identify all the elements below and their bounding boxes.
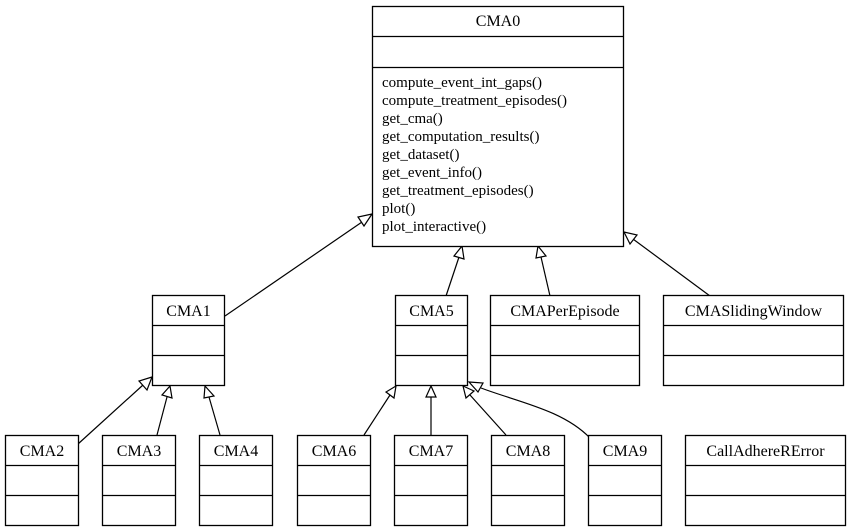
class-cma7[interactable]: CMA7 (393, 434, 469, 527)
class-name-cma7: CMA7 (409, 443, 453, 460)
class-cma2[interactable]: CMA2 (4, 434, 80, 527)
edge-cmaperepisode-to-cma0 (535, 244, 551, 297)
edge-cma6-to-cma5 (363, 384, 397, 436)
edge-cma5-to-cma0 (445, 244, 465, 297)
class-cma9[interactable]: CMA9 (587, 434, 663, 527)
class-name-cma1: CMA1 (166, 303, 210, 320)
method-item: get_event_info() (382, 165, 482, 181)
method-item: get_treatment_episodes() (382, 183, 534, 199)
edge-cma2-to-cma1 (77, 376, 154, 445)
edge-cma3-to-cma1 (156, 384, 173, 436)
method-item: plot() (382, 201, 415, 217)
class-cma4[interactable]: CMA4 (198, 434, 274, 527)
class-name-cma9: CMA9 (603, 443, 647, 460)
class-name-cma0: CMA0 (476, 13, 520, 30)
class-name-cma5: CMA5 (409, 303, 453, 320)
method-item: get_dataset() (382, 147, 459, 163)
method-item: plot_interactive() (382, 219, 486, 235)
edge-cma1-to-cma0 (224, 213, 374, 317)
method-item: get_computation_results() (382, 129, 539, 145)
class-name-calladhererror: CallAdhereRError (706, 443, 825, 460)
class-cma0[interactable]: CMA0 compute_event_int_gaps() compute_tr… (371, 5, 625, 248)
class-cmaslidingwindow[interactable]: CMASlidingWindow (662, 294, 845, 387)
edge-cma7-to-cma5 (425, 384, 437, 435)
class-name-cma8: CMA8 (506, 443, 550, 460)
class-name-cma2: CMA2 (20, 443, 64, 460)
class-name-cmaperepisode: CMAPerEpisode (510, 303, 619, 320)
method-item: compute_event_int_gaps() (382, 75, 542, 91)
edge-cma8-to-cma5 (462, 384, 507, 436)
class-name-cma4: CMA4 (214, 443, 258, 460)
class-name-cma6: CMA6 (312, 443, 356, 460)
method-item: compute_treatment_episodes() (382, 93, 567, 109)
edge-cma4-to-cma1 (203, 384, 221, 436)
class-calladhererror[interactable]: CallAdhereRError (684, 434, 847, 527)
class-cmaperepisode[interactable]: CMAPerEpisode (489, 294, 641, 387)
inheritance-edges (77, 213, 711, 445)
class-cma3[interactable]: CMA3 (101, 434, 177, 527)
method-item: get_cma() (382, 111, 443, 127)
class-name-cma3: CMA3 (117, 443, 161, 460)
class-cma5[interactable]: CMA5 (394, 294, 469, 387)
method-list-cma0: compute_event_int_gaps() compute_treatme… (382, 75, 567, 235)
class-cma1[interactable]: CMA1 (151, 294, 226, 387)
class-cma8[interactable]: CMA8 (490, 434, 566, 527)
edge-cma9-to-cma5 (467, 381, 591, 439)
edge-cmaslidingwindow-to-cma0 (622, 231, 711, 297)
class-cma6[interactable]: CMA6 (296, 434, 372, 527)
class-name-cmaslidingwindow: CMASlidingWindow (685, 303, 823, 320)
